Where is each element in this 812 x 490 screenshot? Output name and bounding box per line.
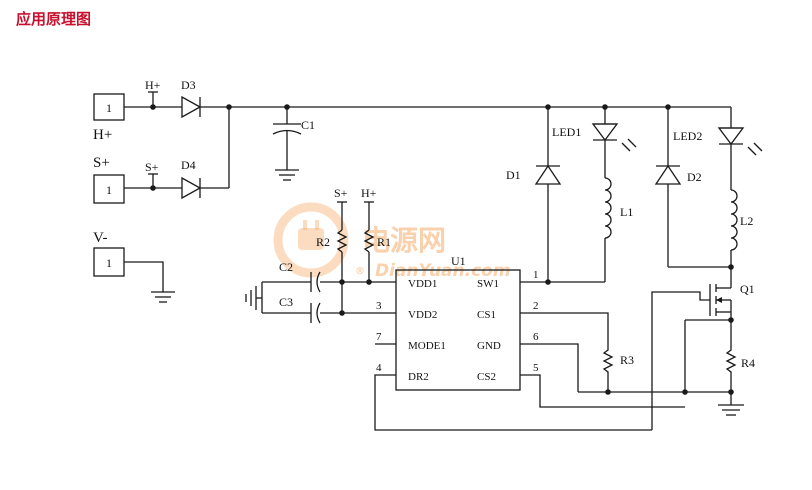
c1-label: C1 — [301, 118, 315, 132]
connector-s-pin: 1 — [106, 183, 112, 197]
c2-label: C2 — [279, 260, 293, 274]
capacitor-c2: C2 — [262, 260, 321, 293]
r2-label: R2 — [316, 235, 330, 249]
r4-label: R4 — [741, 356, 755, 370]
pin-sw1: SW1 — [477, 278, 499, 290]
led1: LED1 — [552, 107, 637, 178]
pin-mode1: MODE1 — [408, 340, 446, 352]
connector-s: 1 S+ — [93, 155, 125, 204]
pin-num-mode1: 7 — [376, 331, 382, 343]
pin-num-sw1: 1 — [533, 269, 539, 281]
u1-label: U1 — [451, 254, 466, 268]
inductor-l1: L1 — [604, 177, 633, 282]
resistor-r1: H+ R1 — [361, 186, 391, 282]
led2-label: LED2 — [673, 129, 702, 143]
led2: LED2 — [673, 107, 763, 190]
connector-v-pin: 1 — [106, 256, 112, 270]
r2-net-label: S+ — [334, 186, 348, 200]
resistor-r2: S+ R2 — [316, 186, 348, 313]
d4-label: D4 — [181, 158, 196, 172]
pin-num-dr2: 4 — [376, 362, 382, 374]
watermark-reg: ® — [355, 266, 365, 277]
diode-d1: D1 — [506, 107, 562, 282]
resistor-r3: R3 — [520, 312, 634, 392]
pin-vdd1: VDD1 — [408, 278, 437, 290]
ground-left — [245, 282, 263, 313]
pin-gnd: GND — [477, 340, 501, 352]
diode-d4: D4 — [181, 158, 229, 200]
l2-label: L2 — [740, 214, 753, 228]
r3-label: R3 — [620, 353, 634, 367]
connector-h: 1 H+ — [93, 93, 125, 143]
pin-vdd2: VDD2 — [408, 309, 437, 321]
pin-num-cs1: 2 — [533, 300, 539, 312]
connector-v: 1 V- — [93, 230, 125, 277]
net-label-h: H+ — [145, 78, 161, 92]
page-title: 应用原理图 — [16, 10, 92, 28]
r1-net-label: H+ — [361, 186, 377, 200]
capacitor-c3: C3 — [262, 295, 321, 324]
pin-num-cs2: 5 — [533, 362, 539, 374]
r1-label: R1 — [377, 235, 391, 249]
l1-label: L1 — [620, 205, 633, 219]
led1-label: LED1 — [552, 125, 581, 139]
net-label-s: S+ — [145, 160, 159, 174]
diode-d2: D2 — [654, 107, 702, 267]
q1-label: Q1 — [740, 282, 755, 296]
capacitor-c1: C1 — [272, 107, 315, 181]
inductor-l2: L2 — [730, 189, 753, 288]
pin-num-vdd2: 3 — [376, 300, 382, 312]
pin-num-gnd: 6 — [533, 331, 539, 343]
ic-u1: U1 VDD1 VDD2 MODE1 DR2 SW1 CS1 GND CS2 3… — [376, 254, 539, 391]
connector-v-label: V- — [93, 230, 107, 246]
watermark-en: DianYuan.com — [375, 261, 511, 281]
watermark-cn: 电源网 — [362, 224, 446, 257]
d2-label: D2 — [687, 170, 702, 184]
d3-label: D3 — [181, 78, 196, 92]
input-wires: H+ S+ — [124, 78, 182, 303]
diode-d3: D3 — [181, 78, 229, 119]
pin-cs2: CS2 — [477, 371, 496, 383]
watermark-logo: 电源网 DianYuan.com ® — [273, 202, 511, 281]
mosfet-q1: Q1 — [651, 282, 755, 430]
connector-s-label: S+ — [93, 155, 110, 171]
pin-dr2: DR2 — [408, 371, 429, 383]
d1-label: D1 — [506, 168, 521, 182]
pin-cs1: CS1 — [477, 309, 496, 321]
connector-h-pin: 1 — [106, 101, 112, 115]
resistor-r4: R4 — [725, 345, 755, 392]
connector-h-label: H+ — [93, 127, 112, 143]
c3-label: C3 — [279, 295, 293, 309]
